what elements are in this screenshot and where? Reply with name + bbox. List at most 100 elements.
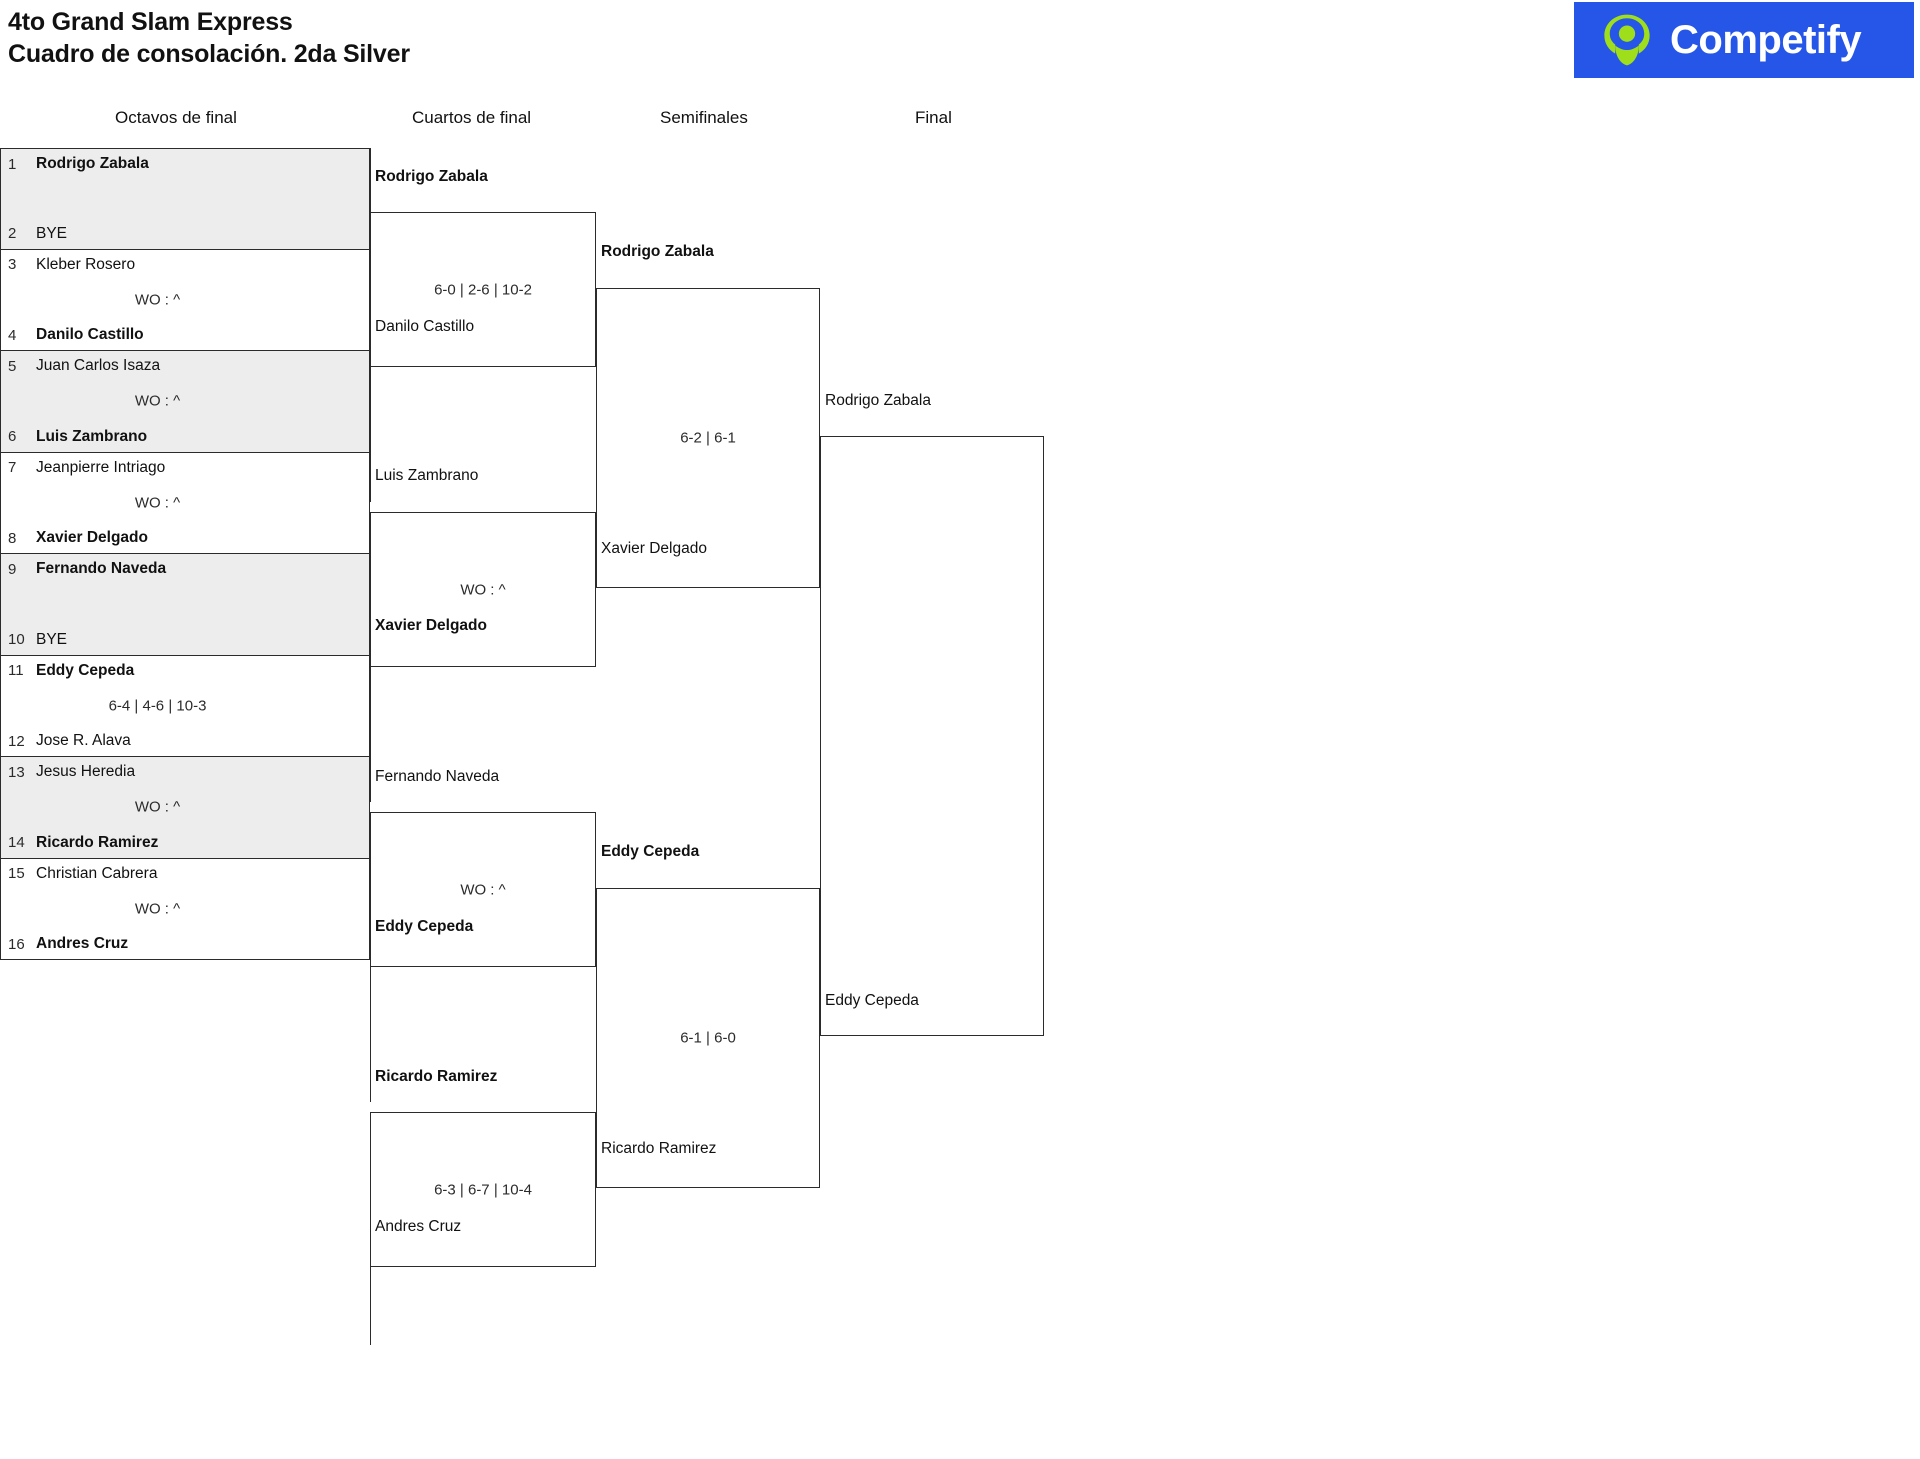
qf4-upper-player[interactable]: Ricardo Ramirez [375, 1068, 498, 1085]
draw-subtitle: Cuadro de consolación. 2da Silver [8, 40, 410, 68]
round-header-semifinales: Semifinales [660, 108, 748, 127]
seed-number: 11 [8, 662, 24, 679]
qf3-lower-stub [370, 967, 371, 1102]
competify-logo: Competify [1574, 2, 1914, 78]
qf2-match-box[interactable]: WO : ^ [370, 512, 596, 667]
sf1-match-box[interactable]: 6-2 | 6-1 [596, 288, 820, 588]
round1-match[interactable]: 15 Christian Cabrera WO : ^ 16 Andres Cr… [0, 858, 370, 960]
round1-slot[interactable]: 10 BYE [1, 631, 369, 649]
player-name: Fernando Naveda [36, 560, 167, 577]
competify-wordmark: Competify [1670, 17, 1862, 62]
round1-slot[interactable]: 15 Christian Cabrera [1, 865, 369, 883]
round1-slot[interactable]: 13 Jesus Heredia [1, 763, 369, 781]
round1-slot[interactable]: 6 Luis Zambrano [1, 428, 369, 446]
seed-number: 3 [8, 256, 17, 273]
match-score: WO : ^ [134, 900, 181, 918]
round-header-octavos: Octavos de final [115, 108, 237, 127]
round1-match[interactable]: 11 Eddy Cepeda 6-4 | 4-6 | 10-3 12 Jose … [0, 655, 370, 757]
qf2-lower-player[interactable]: Xavier Delgado [375, 617, 487, 634]
seed-number: 16 [8, 935, 25, 953]
player-name: Juan Carlos Isaza [36, 357, 161, 374]
round1-column: 1 Rodrigo Zabala 2 BYE 3 Kleber Rosero W… [0, 148, 370, 960]
player-name: BYE [36, 224, 68, 242]
page-title: 4to Grand Slam Express Cuadro de consola… [8, 6, 410, 70]
qf3-score: WO : ^ [460, 881, 506, 898]
qf4-score: 6-3 | 6-7 | 10-4 [434, 1181, 532, 1198]
round1-match[interactable]: 13 Jesus Heredia WO : ^ 14 Ricardo Ramir… [0, 757, 370, 859]
player-name: Xavier Delgado [36, 529, 148, 546]
round1-slot[interactable]: 5 Juan Carlos Isaza [1, 357, 369, 375]
round1-slot[interactable]: 16 Andres Cruz [1, 935, 369, 953]
round1-match[interactable]: 5 Juan Carlos Isaza WO : ^ 6 Luis Zambra… [0, 351, 370, 453]
round1-match[interactable]: 1 Rodrigo Zabala 2 BYE [0, 148, 370, 250]
round1-slot[interactable]: 4 Danilo Castillo [1, 326, 369, 344]
sf2-upper-player[interactable]: Eddy Cepeda [601, 843, 700, 860]
seed-number: 9 [8, 560, 17, 578]
player-name: BYE [36, 630, 68, 648]
round1-match[interactable]: 9 Fernando Naveda 10 BYE [0, 554, 370, 656]
player-name: Jeanpierre Intriago [36, 458, 166, 476]
final-upper-player[interactable]: Rodrigo Zabala [825, 392, 931, 409]
round1-slot[interactable]: 9 Fernando Naveda [1, 560, 369, 578]
qf4-lower-player[interactable]: Andres Cruz [375, 1218, 462, 1235]
final-lower-player[interactable]: Eddy Cepeda [825, 992, 919, 1009]
match-score: WO : ^ [134, 798, 181, 816]
sf1-lower-player[interactable]: Xavier Delgado [601, 540, 707, 557]
qf1-upper-player[interactable]: Rodrigo Zabala [375, 168, 488, 185]
seed-number: 4 [8, 326, 17, 344]
player-name: Jesus Heredia [36, 763, 136, 780]
final-match-box[interactable] [820, 436, 1044, 1036]
seed-number: 6 [8, 428, 17, 445]
match-score: WO : ^ [134, 494, 181, 512]
round1-match[interactable]: 7 Jeanpierre Intriago WO : ^ 8 Xavier De… [0, 452, 370, 554]
seed-number: 8 [8, 529, 17, 547]
player-name: Rodrigo Zabala [36, 155, 149, 172]
seed-number: 5 [8, 357, 17, 375]
round1-slot[interactable]: 11 Eddy Cepeda [1, 662, 369, 680]
player-name: Christian Cabrera [36, 864, 158, 882]
qf3-match-box[interactable]: WO : ^ [370, 812, 596, 967]
seed-number: 7 [8, 459, 17, 476]
qf2-lower-stub [370, 667, 371, 802]
round1-slot[interactable]: 1 Rodrigo Zabala [1, 155, 369, 173]
round1-slot[interactable]: 8 Xavier Delgado [1, 529, 369, 547]
qf3-lower-player[interactable]: Eddy Cepeda [375, 918, 474, 935]
sf2-lower-player[interactable]: Ricardo Ramirez [601, 1140, 717, 1157]
round1-slot[interactable]: 12 Jose R. Alava [1, 732, 369, 750]
qf1-match-box[interactable]: 6-0 | 2-6 | 10-2 [370, 212, 596, 367]
qf1-score: 6-0 | 2-6 | 10-2 [434, 281, 532, 298]
sf1-score: 6-2 | 6-1 [680, 429, 736, 447]
sf2-score: 6-1 | 6-0 [680, 1029, 736, 1047]
sf2-match-box[interactable]: 6-1 | 6-0 [596, 888, 820, 1188]
seed-number: 1 [8, 155, 17, 173]
player-name: Ricardo Ramirez [36, 833, 159, 851]
seed-number: 14 [8, 834, 25, 851]
round1-slot[interactable]: 2 BYE [1, 225, 369, 243]
round1-slot[interactable]: 7 Jeanpierre Intriago [1, 459, 369, 477]
match-score: WO : ^ [134, 392, 181, 410]
seed-number: 10 [8, 631, 25, 648]
round-header-final: Final [915, 108, 952, 127]
seed-number: 2 [8, 225, 17, 242]
qf2-upper-player[interactable]: Luis Zambrano [375, 467, 479, 484]
player-name: Danilo Castillo [36, 326, 144, 343]
player-name: Andres Cruz [36, 935, 129, 952]
player-name: Kleber Rosero [36, 255, 136, 273]
round1-slot[interactable]: 3 Kleber Rosero [1, 256, 369, 274]
match-score: WO : ^ [134, 291, 181, 309]
round1-slot[interactable]: 14 Ricardo Ramirez [1, 834, 369, 852]
match-score: 6-4 | 4-6 | 10-3 [108, 697, 207, 715]
qf1-lower-stub [370, 367, 371, 502]
player-name: Luis Zambrano [36, 427, 148, 445]
qf3-upper-player[interactable]: Fernando Naveda [375, 768, 500, 785]
sf1-upper-player[interactable]: Rodrigo Zabala [601, 243, 714, 260]
round-header-cuartos: Cuartos de final [412, 108, 532, 127]
qf4-match-box[interactable]: 6-3 | 6-7 | 10-4 [370, 1112, 596, 1267]
seed-number: 15 [8, 865, 25, 882]
qf1-lower-player[interactable]: Danilo Castillo [375, 318, 475, 335]
round1-match[interactable]: 3 Kleber Rosero WO : ^ 4 Danilo Castillo [0, 249, 370, 351]
player-name: Jose R. Alava [36, 732, 131, 749]
qf1-upper-stub [370, 148, 371, 212]
qf4-lower-stub [370, 1267, 371, 1345]
